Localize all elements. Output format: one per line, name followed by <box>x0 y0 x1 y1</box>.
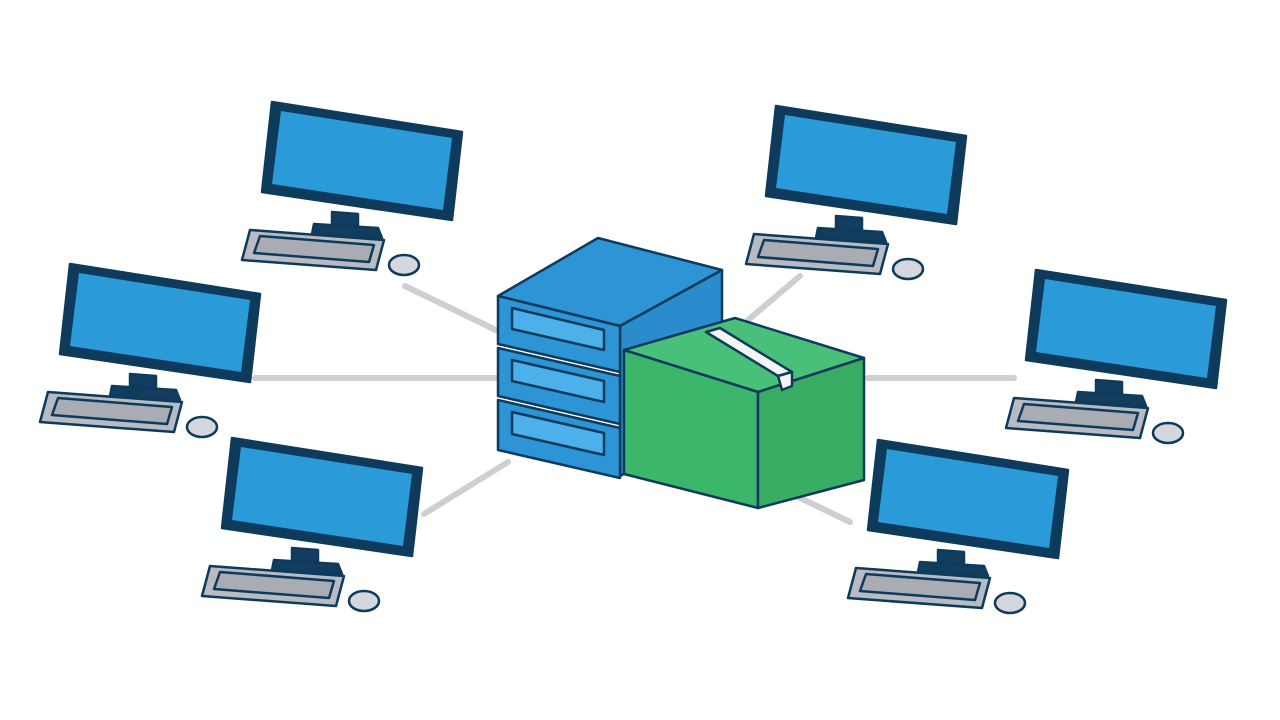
computer-middle-right-icon <box>1004 268 1228 445</box>
connector-top-right <box>745 273 803 323</box>
computer-top-left-icon <box>240 100 464 277</box>
package-box-icon <box>622 316 866 510</box>
connector-top-left <box>402 283 503 335</box>
server-rack-icon <box>496 236 724 480</box>
computer-middle-left-icon <box>38 262 262 439</box>
computer-bottom-right-icon <box>846 438 1070 615</box>
connector-bottom-left <box>421 459 511 517</box>
computer-top-right-icon <box>744 104 968 281</box>
connector-bottom-right <box>793 493 853 525</box>
computer-bottom-left-icon <box>200 436 424 613</box>
connector-lines <box>252 273 1017 525</box>
